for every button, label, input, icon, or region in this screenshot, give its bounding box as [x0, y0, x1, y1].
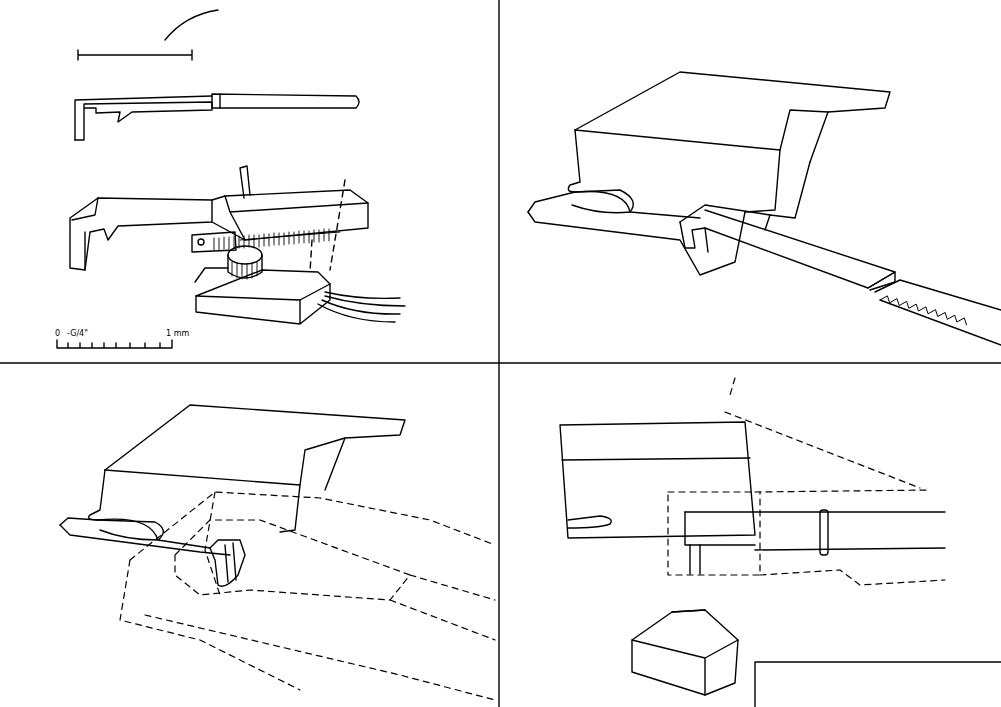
tool-assembly-part — [72, 198, 98, 270]
clamp-block-inserted-part-part — [120, 560, 300, 690]
pick-tool-part — [212, 94, 359, 108]
tool-assembly-part — [228, 246, 262, 264]
clamp-block-part — [568, 130, 700, 218]
tool-assembly-part — [196, 284, 330, 324]
tool-assembly-part — [310, 240, 312, 272]
pick-tool-part — [75, 96, 212, 140]
panel-borders-part — [755, 662, 1001, 707]
clamp-block-inserted-part — [89, 470, 210, 548]
side-view-part — [568, 516, 611, 528]
clamp-block-part — [868, 272, 895, 290]
clamp-block-inserted-part — [105, 438, 345, 485]
clamp-block-part — [528, 192, 575, 212]
clamp-block-part — [880, 294, 968, 325]
panel-borders-part — [498, 0, 499, 707]
clamp-block-part — [575, 110, 828, 150]
scale-bar-top-part — [78, 50, 192, 60]
side-view-part — [725, 378, 920, 488]
scale-label: 1 mm — [166, 330, 189, 338]
clamp-block-part — [680, 222, 708, 252]
clamp-block-inserted-part — [105, 405, 405, 490]
side-view-part — [685, 512, 755, 545]
clamp-block-inserted-part — [60, 518, 98, 525]
side-view — [560, 378, 945, 695]
side-view-part — [685, 512, 945, 550]
clamp-block-inserted-part-part — [390, 575, 495, 640]
clamp-block-part — [745, 150, 780, 212]
scale-bar-bottom — [57, 340, 172, 348]
side-view-part — [632, 610, 738, 695]
clamp-block-inserted-part — [280, 485, 300, 532]
side-view-part — [668, 490, 930, 575]
clamp-block — [528, 72, 1001, 345]
tool-assembly-part — [240, 166, 250, 198]
clamp-block-part — [575, 72, 890, 162]
clamp-block-inserted-part-part — [175, 520, 410, 600]
tool-assembly — [70, 166, 405, 324]
tool-assembly-part — [225, 196, 368, 240]
pick-tool-part — [75, 102, 212, 140]
side-view-part — [560, 422, 755, 538]
clamp-block-inserted-part — [120, 492, 495, 700]
clamp-block-inserted-part-part — [130, 492, 495, 560]
clamp-block-part — [572, 191, 630, 212]
pick-tool — [75, 94, 359, 140]
scale-bar-top — [78, 10, 218, 60]
panel-borders-part — [0, 362, 1001, 363]
clamp-block-part — [705, 210, 895, 288]
pick-tool-part — [219, 94, 220, 108]
scale-bar-top-part — [165, 10, 218, 40]
tool-assembly-part — [240, 232, 340, 240]
clamp-block-inserted-part — [225, 543, 236, 582]
tool-assembly-part — [318, 292, 405, 322]
scale-label: 0 — [55, 330, 60, 338]
clamp-block-part — [770, 162, 810, 218]
tool-assembly-part — [195, 268, 330, 300]
clamp-block-inserted — [60, 405, 495, 700]
side-view-part — [632, 610, 738, 695]
clamp-block-part — [875, 280, 1001, 345]
side-view-part — [690, 545, 700, 574]
clamp-block-inserted-part — [210, 540, 245, 586]
clamp-block-part — [528, 212, 745, 275]
side-view-part — [820, 510, 828, 555]
tool-assembly-part — [70, 198, 212, 270]
tool-assembly-part — [228, 255, 262, 278]
clamp-block-inserted-part — [98, 519, 158, 540]
scale-bar-bottom-part — [57, 340, 172, 348]
scale-label: -G/4" — [67, 330, 88, 338]
side-view-part — [562, 458, 750, 460]
tool-assembly-part — [330, 180, 345, 270]
tool-assembly-part — [198, 239, 204, 245]
side-view-part — [760, 570, 945, 585]
clamp-block-inserted-part-part — [145, 615, 495, 700]
